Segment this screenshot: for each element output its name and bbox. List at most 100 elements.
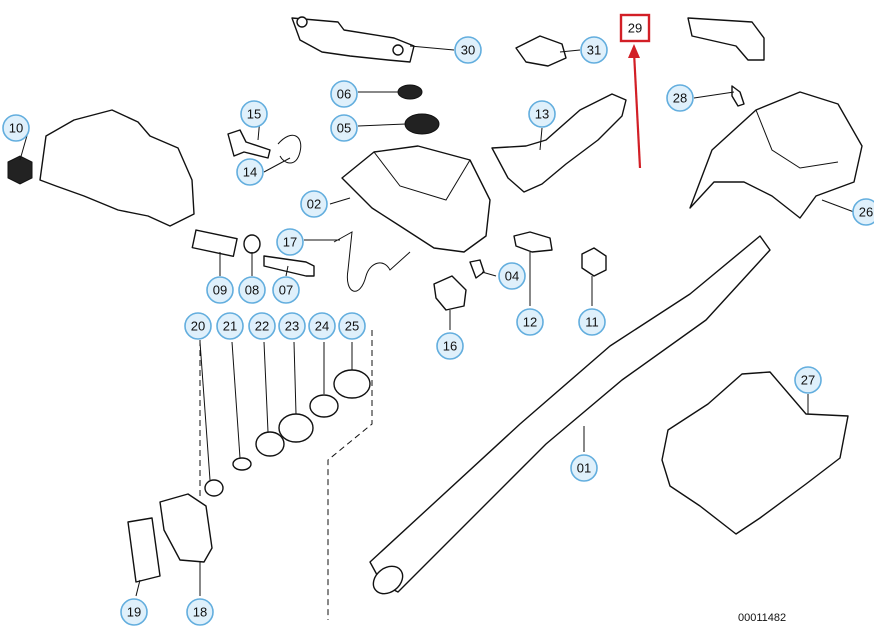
svg-text:25: 25 <box>345 319 359 334</box>
callout-19[interactable]: 19 <box>120 598 148 626</box>
callout-29-highlighted[interactable]: 29 <box>619 13 651 43</box>
part-02-edge <box>373 151 471 201</box>
part-25-bush <box>333 369 371 399</box>
svg-text:01: 01 <box>577 461 591 476</box>
part-31-clip <box>515 35 567 67</box>
callout-22[interactable]: 22 <box>248 312 276 340</box>
svg-text:24: 24 <box>315 319 329 334</box>
svg-text:22: 22 <box>255 319 269 334</box>
callout-11[interactable]: 11 <box>578 308 606 336</box>
part-10-nut <box>7 155 33 185</box>
svg-text:21: 21 <box>223 319 237 334</box>
callout-31[interactable]: 31 <box>580 36 608 64</box>
part-06-bushing <box>397 84 423 100</box>
svg-text:07: 07 <box>279 283 293 298</box>
part-09-sleeve <box>191 229 238 258</box>
part-30-hole <box>296 16 308 28</box>
svg-text:29: 29 <box>628 21 642 36</box>
callout-23[interactable]: 23 <box>278 312 306 340</box>
callout-01[interactable]: 01 <box>570 454 598 482</box>
part-11-nut <box>581 247 607 277</box>
svg-text:08: 08 <box>245 283 259 298</box>
part-29-strip <box>687 17 765 61</box>
part-13-lever <box>491 93 627 193</box>
svg-text:26: 26 <box>859 205 873 220</box>
callout-21[interactable]: 21 <box>216 312 244 340</box>
callout-06[interactable]: 06 <box>330 80 358 108</box>
callout-13[interactable]: 13 <box>528 100 556 128</box>
part-20-nut <box>204 479 224 497</box>
part-19-plate <box>127 517 161 583</box>
callout-02[interactable]: 02 <box>300 190 328 218</box>
callout-09[interactable]: 09 <box>206 276 234 304</box>
svg-text:10: 10 <box>9 121 23 136</box>
callout-group: 10 15 14 06 05 30 31 29 28 26 13 02 17 0… <box>2 13 874 626</box>
svg-text:02: 02 <box>307 197 321 212</box>
callout-24[interactable]: 24 <box>308 312 336 340</box>
svg-text:15: 15 <box>247 107 261 122</box>
part-09-bracket <box>39 109 195 227</box>
part-05-bushing <box>404 113 440 135</box>
part-01-tube-end <box>372 565 404 595</box>
callout-04[interactable]: 04 <box>498 262 526 290</box>
callout-12[interactable]: 12 <box>516 308 544 336</box>
callout-18[interactable]: 18 <box>186 598 214 626</box>
svg-text:11: 11 <box>585 315 599 330</box>
callout-30[interactable]: 30 <box>454 36 482 64</box>
callout-16[interactable]: 16 <box>436 332 464 360</box>
part-27-lower-shroud <box>661 371 849 535</box>
svg-text:18: 18 <box>193 605 207 620</box>
svg-text:04: 04 <box>505 269 519 284</box>
callout-25[interactable]: 25 <box>338 312 366 340</box>
svg-text:20: 20 <box>191 319 205 334</box>
highlight-arrow <box>628 44 642 169</box>
callout-15[interactable]: 15 <box>240 100 268 128</box>
svg-text:16: 16 <box>443 339 457 354</box>
callout-27[interactable]: 27 <box>794 366 822 394</box>
part-12-stud <box>513 231 553 253</box>
svg-text:28: 28 <box>673 91 687 106</box>
part-30-bracket <box>291 17 415 63</box>
svg-text:14: 14 <box>243 165 257 180</box>
part-02-main-bracket <box>341 145 491 253</box>
svg-text:31: 31 <box>587 43 601 58</box>
part-28-screw <box>731 85 745 107</box>
callout-05[interactable]: 05 <box>330 114 358 142</box>
svg-text:09: 09 <box>213 283 227 298</box>
callout-07[interactable]: 07 <box>272 276 300 304</box>
drawing-number: 00011482 <box>738 612 787 624</box>
callout-17[interactable]: 17 <box>276 228 304 256</box>
svg-text:17: 17 <box>283 235 297 250</box>
part-15-bolt <box>227 129 271 159</box>
part-23-bearing <box>278 413 314 443</box>
callout-26[interactable]: 26 <box>852 198 874 226</box>
part-26-upper-shroud <box>689 91 863 219</box>
part-14-spring <box>277 134 302 164</box>
callout-10[interactable]: 10 <box>2 114 30 142</box>
svg-text:30: 30 <box>461 43 475 58</box>
part-24-ring <box>309 394 339 418</box>
callout-14[interactable]: 14 <box>236 158 264 186</box>
part-08-washer <box>243 234 261 254</box>
svg-text:23: 23 <box>285 319 299 334</box>
svg-text:12: 12 <box>523 315 537 330</box>
part-07-bolt <box>263 255 315 277</box>
callout-20[interactable]: 20 <box>184 312 212 340</box>
leader-lines <box>19 45 855 597</box>
part-21-clip <box>232 457 252 471</box>
assembly-guide-line <box>199 330 373 620</box>
callout-08[interactable]: 08 <box>238 276 266 304</box>
part-26-edge <box>755 109 839 169</box>
svg-text:05: 05 <box>337 121 351 136</box>
part-22-ring <box>255 431 285 457</box>
callout-28[interactable]: 28 <box>666 84 694 112</box>
part-18-bracket <box>159 493 213 563</box>
part-16-block <box>433 275 467 311</box>
svg-text:19: 19 <box>127 605 141 620</box>
svg-text:27: 27 <box>801 373 815 388</box>
part-17-spring <box>333 231 411 292</box>
part-30-hole <box>392 44 404 56</box>
part-01-column-tube <box>369 235 771 593</box>
